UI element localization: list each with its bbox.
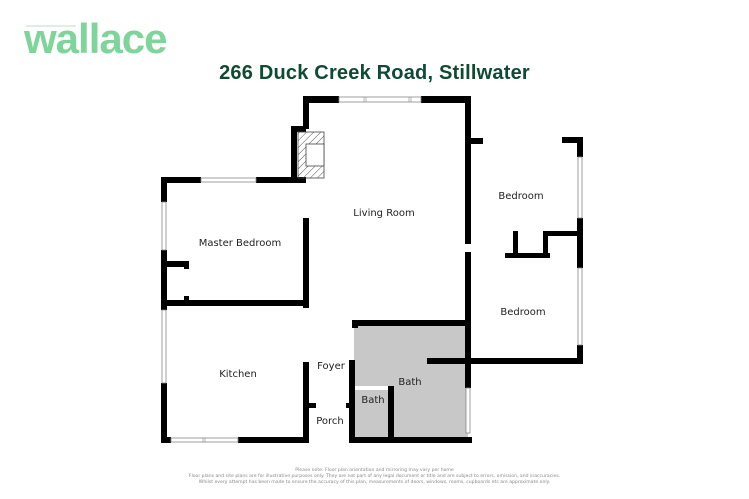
bath-floor xyxy=(354,323,468,439)
room-label-living-room: Living Room xyxy=(353,208,414,219)
windows xyxy=(161,96,583,443)
room-label-bath-small: Bath xyxy=(361,395,384,406)
room-label-bath-main: Bath xyxy=(398,377,421,388)
room-label-porch: Porch xyxy=(316,416,344,427)
room-label-master-bedroom: Master Bedroom xyxy=(199,238,282,249)
footer-note-3: Whilst every attempt has been made to en… xyxy=(198,480,551,485)
room-label-bedroom-1: Bedroom xyxy=(498,191,543,202)
walls xyxy=(161,96,583,443)
room-label-foyer: Foyer xyxy=(317,361,346,372)
footer-note-1: Please note: Floor plan orientation and … xyxy=(295,468,454,473)
room-label-kitchen: Kitchen xyxy=(219,369,257,380)
logo-tagline xyxy=(26,25,76,27)
brand-logo: wallace xyxy=(24,15,167,62)
room-label-bedroom-2: Bedroom xyxy=(500,307,545,318)
page-title: 266 Duck Creek Road, Stillwater xyxy=(219,62,530,84)
footer-note-2: Floor plans and site plans are for illus… xyxy=(188,474,561,479)
